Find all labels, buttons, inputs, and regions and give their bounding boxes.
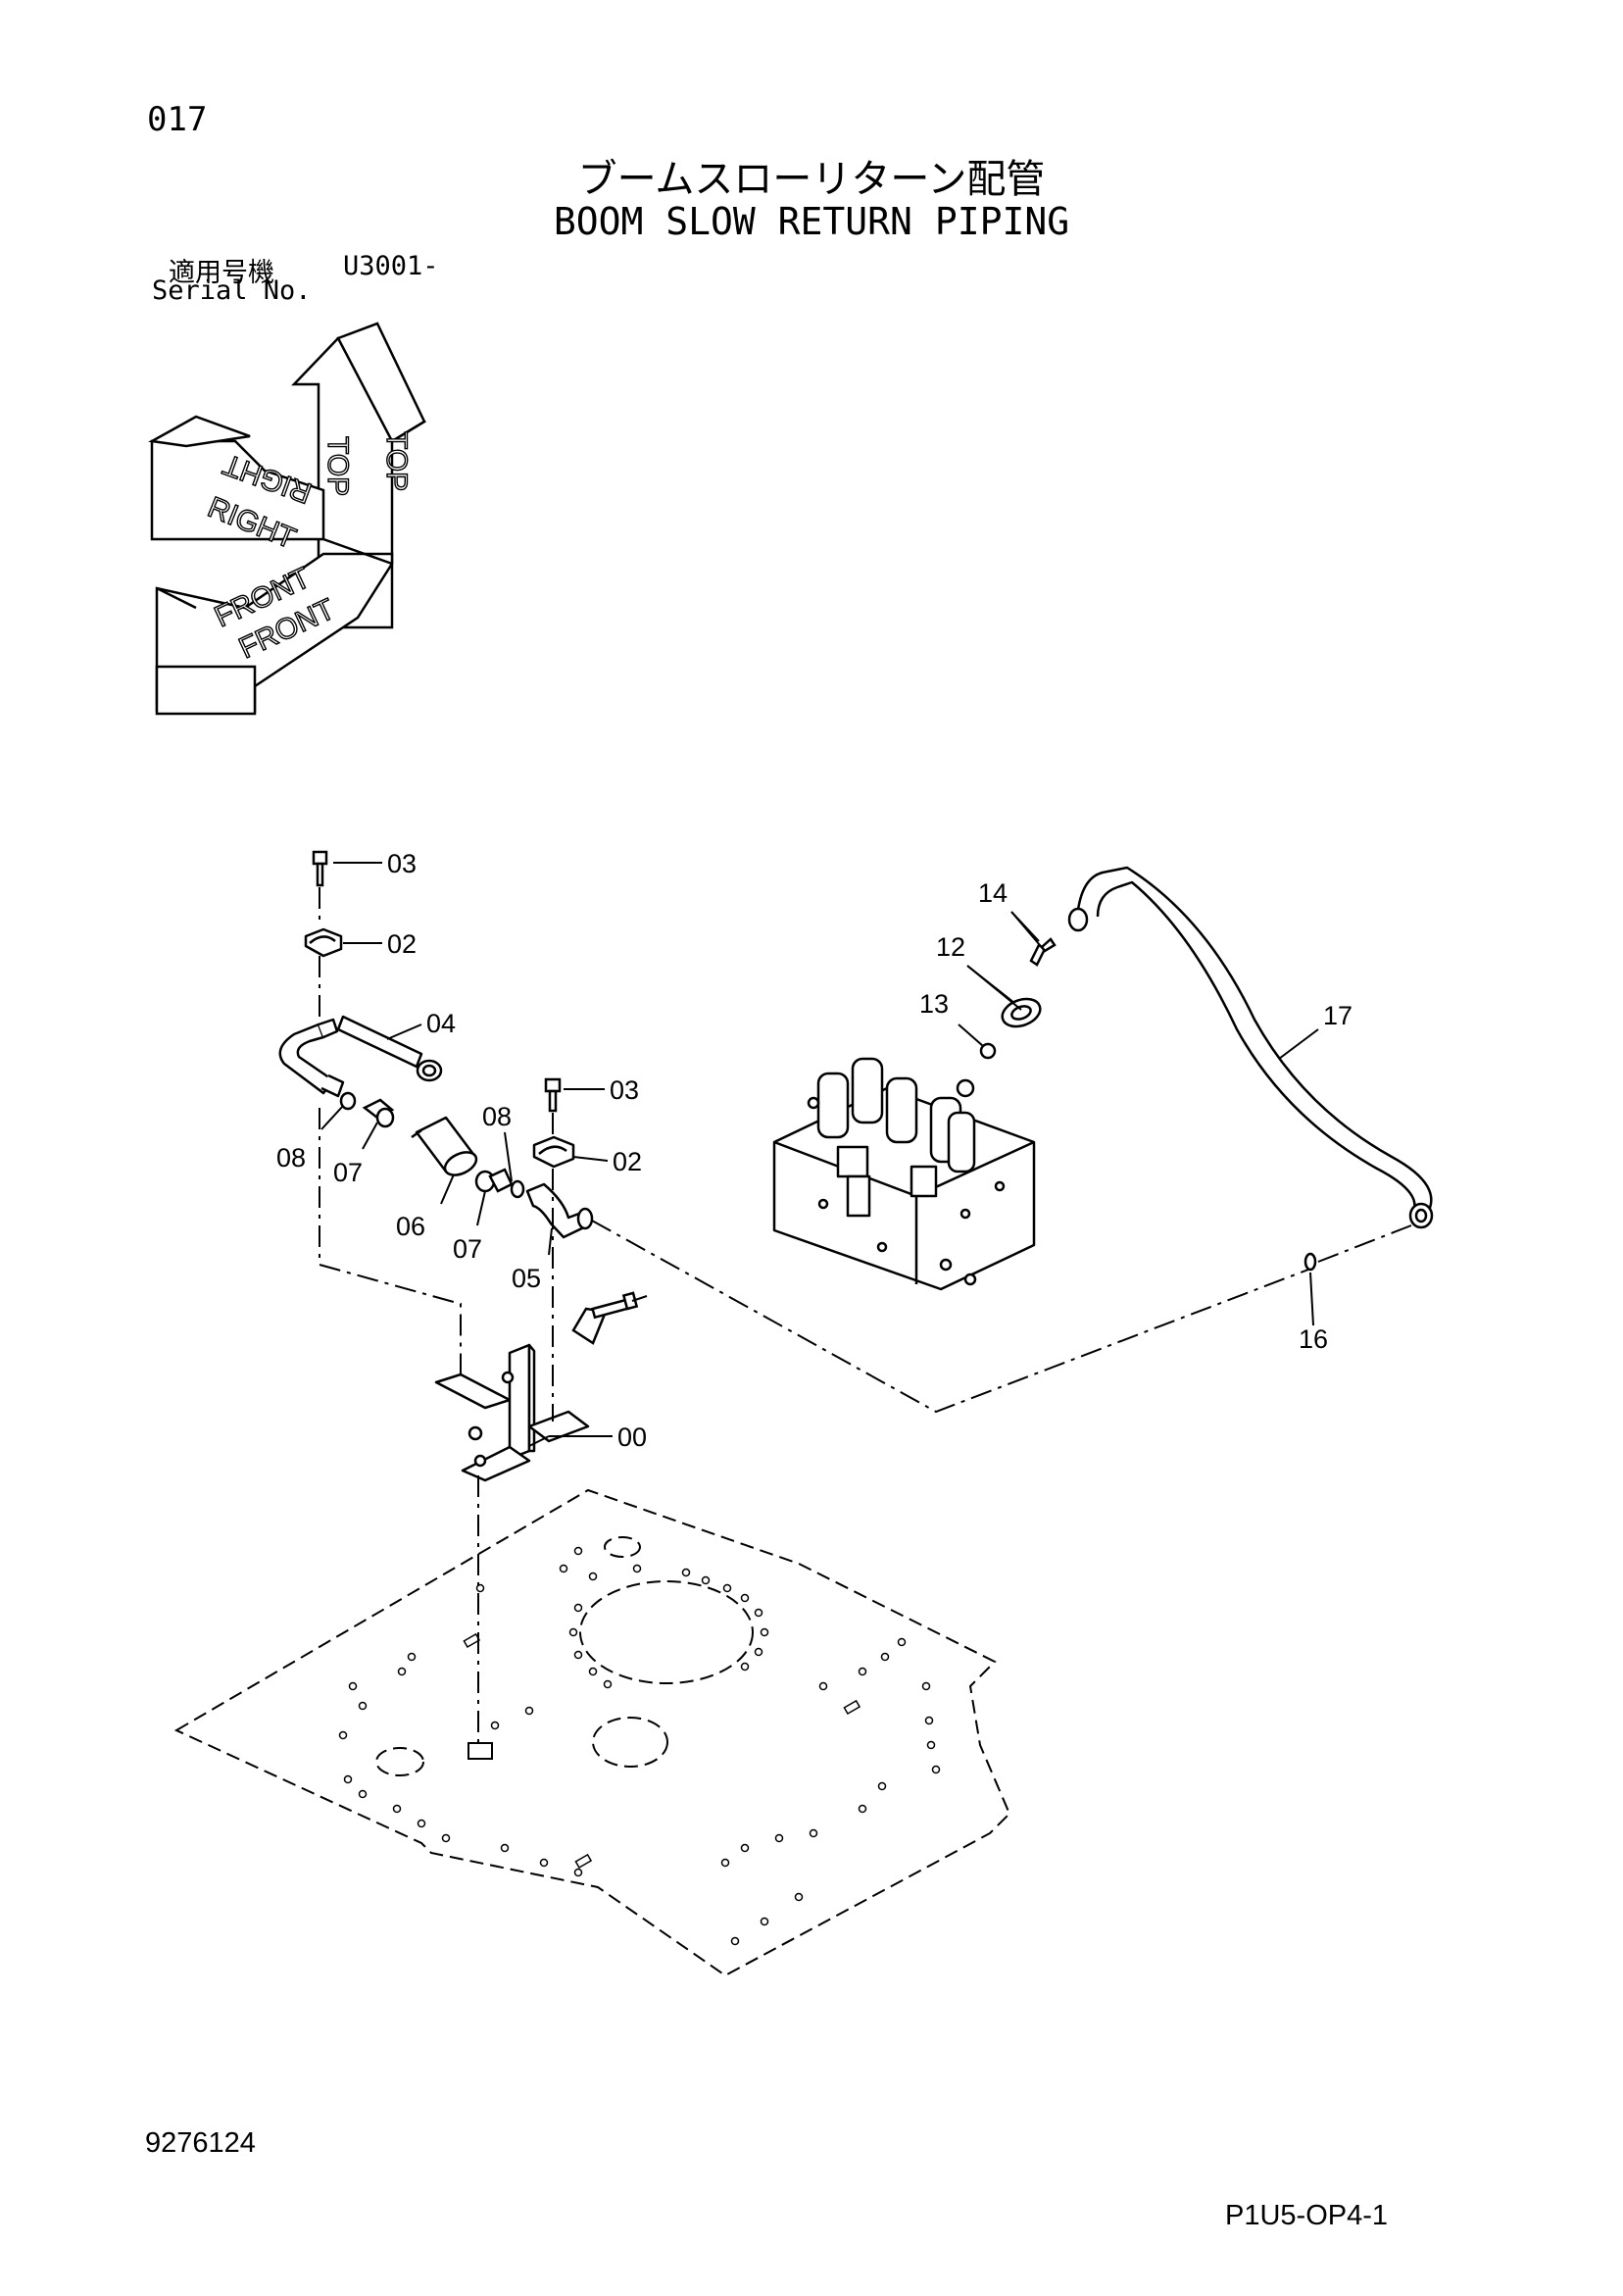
clamp-02-right	[532, 1135, 575, 1169]
orientation-top-label: TOP	[380, 431, 413, 491]
frame-plate	[173, 1488, 1011, 1977]
callout-07-right: 07	[453, 1234, 482, 1264]
callout-leaders	[320, 862, 1319, 1447]
callout-17: 17	[1323, 1001, 1352, 1030]
callout-02-right: 02	[613, 1147, 642, 1176]
frame-mount-pad	[467, 1742, 493, 1760]
callout-12: 12	[936, 932, 965, 962]
bracket-plate	[571, 1291, 639, 1345]
right-arrow-head	[148, 415, 251, 448]
bolt-03-right	[544, 1077, 562, 1113]
callout-08-right: 08	[482, 1102, 512, 1131]
clamp-02-top	[304, 927, 343, 958]
bolt-14	[1029, 937, 1057, 967]
page-title-english: BOOM SLOW RETURN PIPING	[553, 200, 1070, 243]
callout-03-right: 03	[610, 1075, 639, 1105]
document-number: 9276124	[145, 2127, 256, 2159]
callout-13: 13	[919, 989, 949, 1019]
top-arrow-side	[336, 322, 426, 443]
page-number: 017	[147, 100, 208, 139]
orientation-indicator	[148, 322, 427, 716]
page-code: P1U5-OP4-1	[1225, 2200, 1389, 2231]
o-ring-16	[1303, 1252, 1317, 1272]
serial-label-english: Serial No.	[152, 275, 312, 306]
hose-04	[278, 1015, 443, 1098]
callout-04: 04	[426, 1009, 456, 1038]
callout-03-top: 03	[387, 849, 417, 878]
mounting-bracket	[434, 1343, 590, 1482]
adapter-07-left	[362, 1098, 395, 1128]
serial-label-japanese: 適用号機	[169, 258, 274, 288]
callout-02-top: 02	[387, 929, 417, 959]
o-ring-08-left	[339, 1091, 357, 1111]
assembly-lines	[319, 887, 1412, 1745]
callout-08-left: 08	[276, 1143, 306, 1173]
callout-00: 00	[617, 1423, 647, 1452]
callout-07-left: 07	[333, 1158, 363, 1187]
right-arrow-shape	[150, 439, 325, 541]
flange-12	[1001, 997, 1042, 1028]
page-title-japanese: ブームスローリターン配管	[577, 157, 1046, 202]
o-ring-08-right	[510, 1179, 525, 1199]
bolt-03-top	[312, 850, 328, 887]
hose-17	[1067, 866, 1434, 1229]
callout-05: 05	[512, 1264, 541, 1293]
front-arrow-base	[155, 665, 257, 716]
elbow-05	[525, 1182, 594, 1239]
o-ring-13	[979, 1042, 997, 1060]
frame-holes	[338, 1546, 941, 1946]
callout-14: 14	[978, 878, 1008, 908]
check-valve-06	[411, 1116, 478, 1176]
adapter-07-right	[474, 1168, 514, 1193]
callout-06: 06	[396, 1212, 425, 1241]
control-valve	[772, 1057, 1036, 1291]
callout-16: 16	[1299, 1324, 1328, 1354]
orientation-top-label-back: TOP	[321, 436, 354, 496]
serial-value: U3001-	[343, 251, 439, 281]
